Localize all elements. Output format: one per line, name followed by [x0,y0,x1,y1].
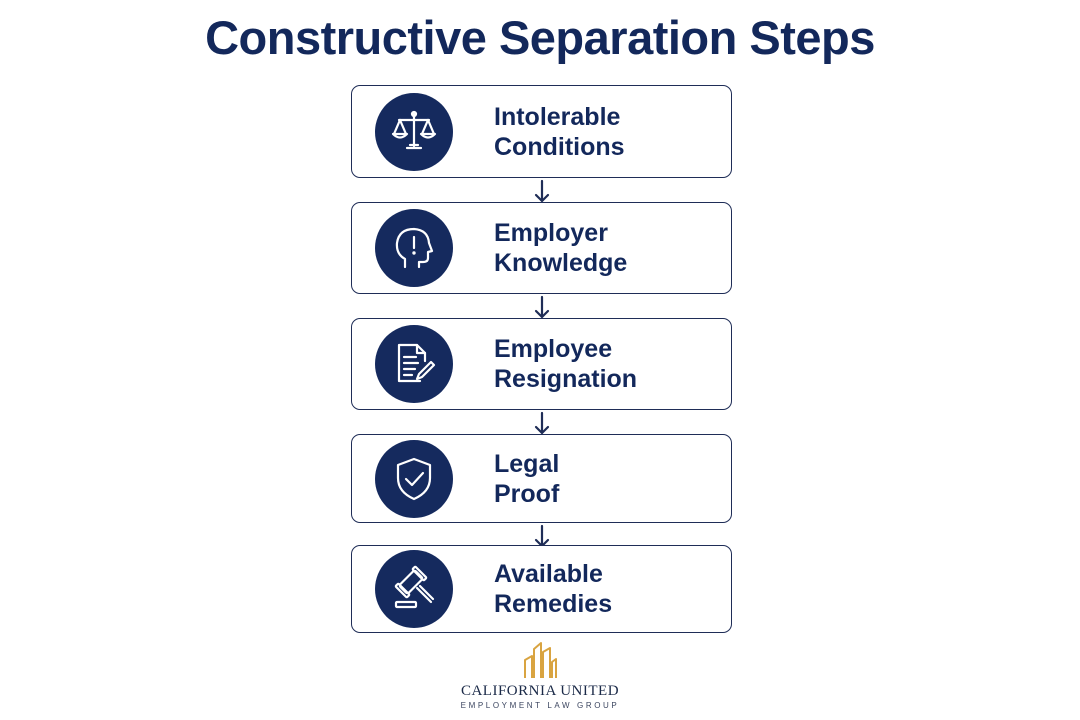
company-logo: CALIFORNIA UNITED EMPLOYMENT LAW GROUP [440,640,640,710]
arrow-down-icon [534,295,550,319]
company-subtitle: EMPLOYMENT LAW GROUP [460,701,620,710]
gavel-icon [375,550,453,628]
page-title: Constructive Separation Steps [205,11,875,64]
arrow-down-icon [534,411,550,435]
arrow-down-icon [534,179,550,203]
scales-of-justice-icon [375,92,453,171]
document-pen-icon [375,325,453,403]
buildings-logo-icon [524,642,557,678]
company-name: CALIFORNIA UNITED [460,683,620,699]
shield-check-icon [375,439,453,518]
head-exclamation-icon [375,209,453,287]
